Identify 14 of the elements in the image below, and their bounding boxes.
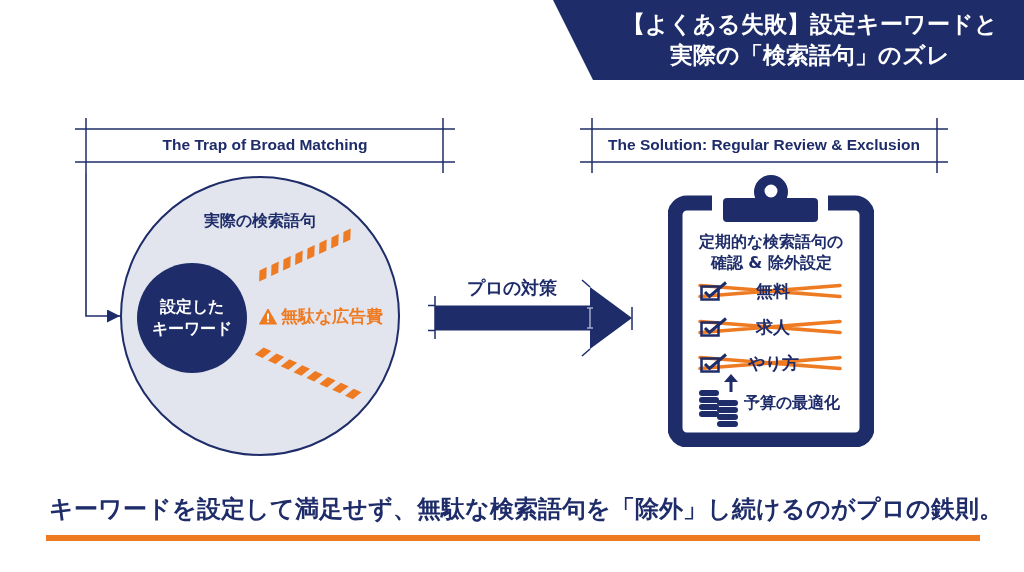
header-bracket: [580, 118, 948, 173]
arrow: [85, 172, 121, 323]
caption: キーワードを設定して満足せず、無駄な検索語句を「除外」し続けるのがプロの鉄則。: [49, 494, 1003, 524]
warning-label: 無駄な広告費: [281, 305, 383, 328]
section-title: The Solution: Regular Review & Exclusion: [608, 135, 920, 155]
clipboard-heading: 定期的な検索語句の確認 & 除外設定: [698, 231, 845, 273]
block-arrow: [435, 287, 632, 349]
section-title: The Trap of Broad Matching: [162, 135, 368, 155]
header-bracket: [75, 118, 455, 173]
circle-heading: 実際の検索語句: [204, 210, 316, 232]
budget-label: 予算の最適化: [744, 392, 840, 414]
clipboard: [668, 174, 874, 447]
circle-label: 設定したキーワード: [151, 295, 233, 340]
title: 【よくある失敗】設定キーワードと実際の「検索語句」のズレ: [621, 10, 999, 70]
